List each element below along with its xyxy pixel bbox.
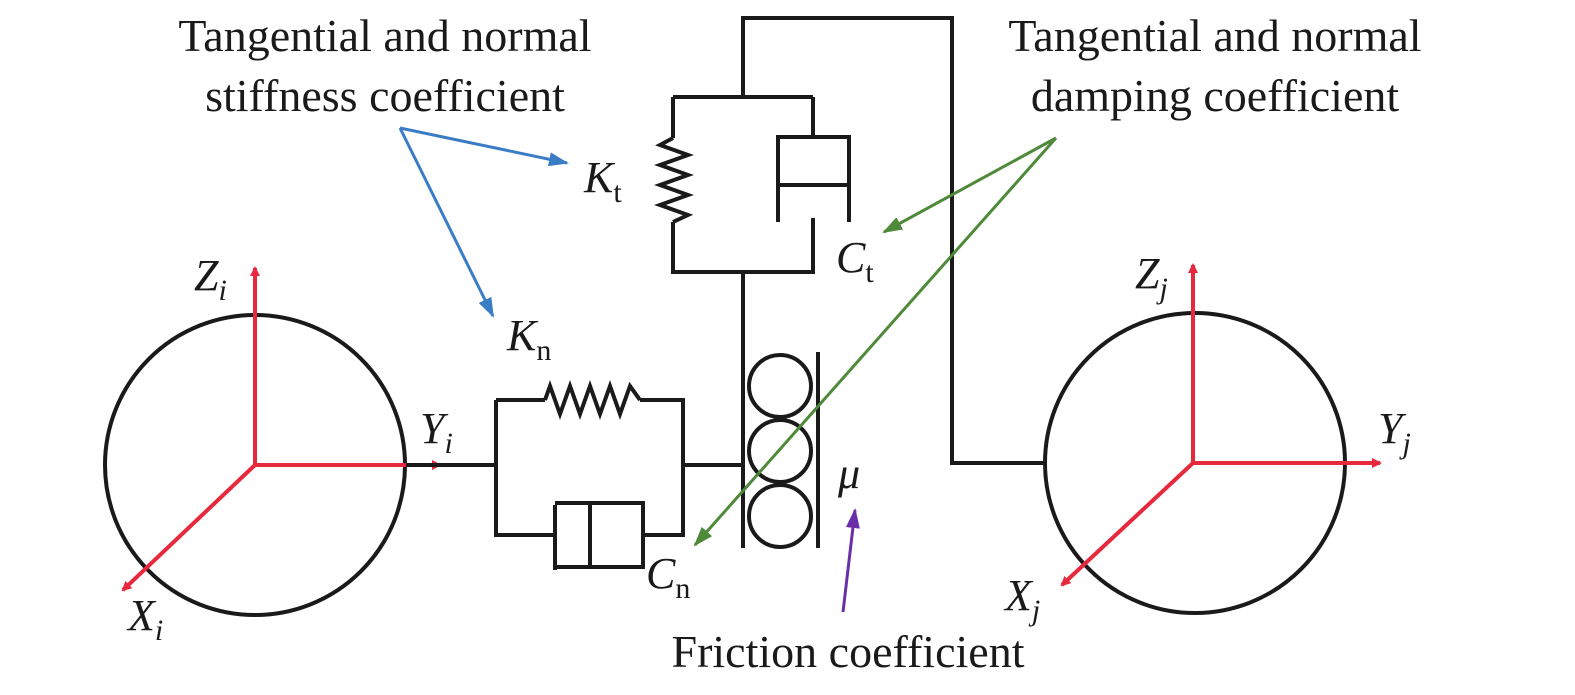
roller-bottom — [747, 483, 813, 549]
pointer-stiffness-to-kn — [398, 127, 495, 318]
damping-caption: Tangential and normal damping coefficien… — [930, 6, 1500, 126]
pointer-friction-to-mu — [841, 508, 860, 613]
symbol-kn: Kn — [506, 311, 551, 367]
body-i — [103, 266, 442, 617]
tangential-damper-cylinder — [776, 135, 851, 222]
damping-caption-line1: Tangential and normal — [1008, 10, 1422, 61]
normal-spring — [543, 380, 642, 420]
roller-top — [747, 353, 813, 419]
axis-label-yj: Yj — [1378, 404, 1411, 460]
rollers — [747, 353, 813, 549]
normal-damper-cylinder — [588, 501, 645, 569]
symbol-mu: μ — [837, 449, 860, 498]
axis-label-zj: Zj — [1135, 249, 1168, 305]
axis-label-xj: Xj — [1003, 571, 1040, 627]
roller-middle — [747, 418, 813, 484]
axis-xj — [1060, 461, 1195, 587]
axis-label-yi: Yi — [420, 404, 453, 460]
pointer-damping-to-cn — [693, 137, 1058, 547]
symbol-ct: Ct — [836, 233, 874, 289]
pointer-damping-to-ct — [882, 136, 1057, 234]
damping-caption-line2: damping coefficient — [1030, 70, 1400, 121]
axis-label-xi: Xi — [126, 591, 163, 647]
tangential-top-link — [741, 16, 1045, 465]
tangential-spring — [654, 136, 694, 224]
tangential-frame-bottom — [671, 218, 815, 274]
friction-caption: Friction coefficient — [671, 626, 1025, 677]
symbol-kt: Kt — [583, 153, 622, 209]
body-j — [1043, 263, 1382, 615]
pointer-stiffness-to-kt — [399, 126, 569, 167]
pointers — [398, 126, 1058, 613]
normal-frame-left — [494, 400, 555, 537]
stiffness-caption-line1: Tangential and normal — [178, 10, 592, 61]
stiffness-caption-line2: stiffness coefficient — [205, 70, 565, 121]
symbol-cn: Cn — [646, 549, 690, 605]
axis-xi — [121, 463, 257, 592]
stiffness-caption: Tangential and normal stiffness coeffici… — [100, 6, 670, 126]
axis-label-zi: Zi — [194, 251, 227, 307]
normal-frame-right — [640, 398, 685, 537]
linkage — [406, 16, 1045, 570]
